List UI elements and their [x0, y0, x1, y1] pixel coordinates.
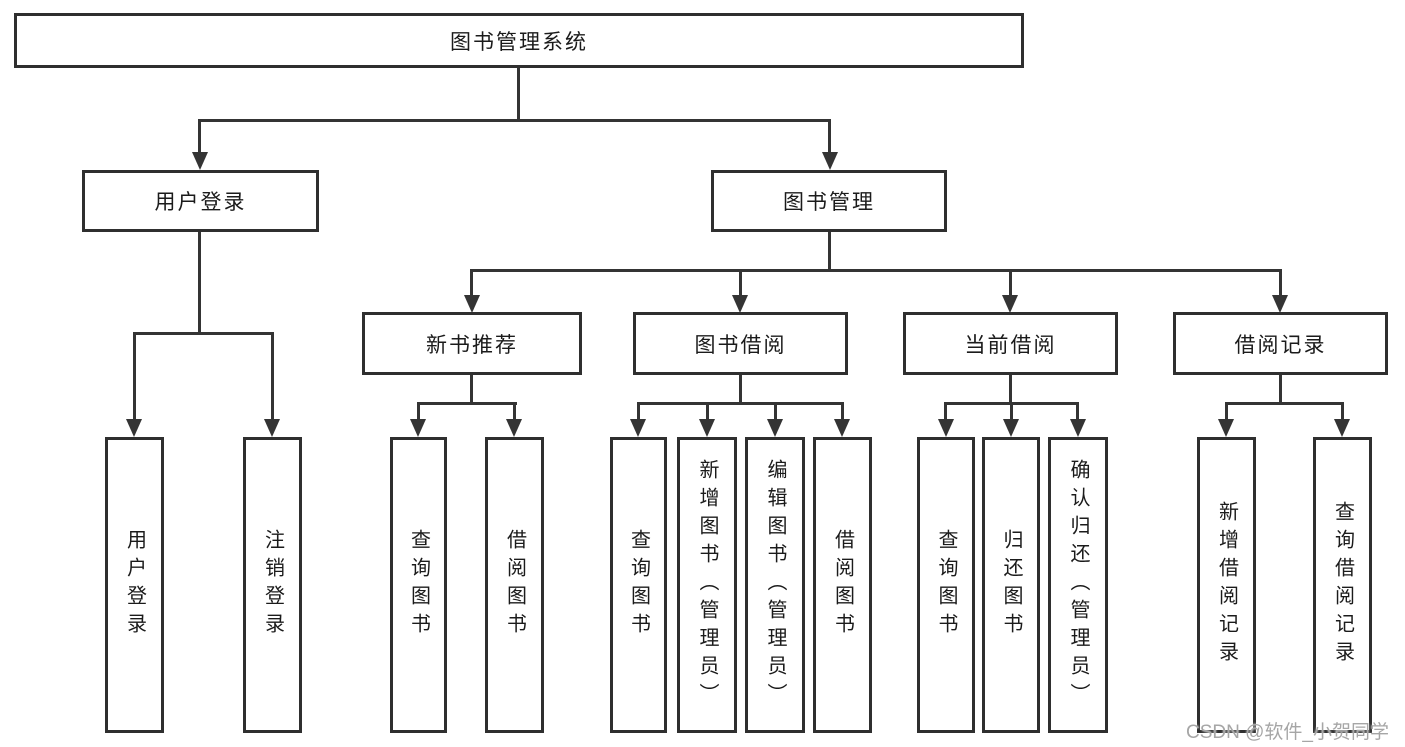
arrow-down-icon [1070, 419, 1086, 437]
leaf-recommend-borrow-book: 借阅图书 [485, 437, 544, 733]
edge-borrowing-hbar [637, 402, 843, 405]
arrow-down-icon [1334, 419, 1350, 437]
leaf-current-confirm-return-admin: 确认归还（管理员） [1048, 437, 1108, 733]
node-book-management: 图书管理 [711, 170, 947, 232]
leaf-current-return-book: 归还图书 [982, 437, 1040, 733]
edge-current-trunk [1009, 375, 1012, 404]
arrow-down-icon [126, 419, 142, 437]
arrow-down-icon [822, 152, 838, 170]
edge-root-drop-left [198, 119, 201, 154]
edge-records-drop-2 [1341, 402, 1344, 421]
edge-records-drop-1 [1225, 402, 1228, 421]
arrow-down-icon [1272, 295, 1288, 313]
edge-current-drop-3 [1076, 402, 1079, 421]
leaf-current-query-book: 查询图书 [917, 437, 975, 733]
arrow-down-icon [767, 419, 783, 437]
edge-records-trunk [1279, 375, 1282, 404]
edge-recommend-trunk [470, 375, 473, 404]
edge-records-hbar [1225, 402, 1344, 405]
edge-userlogin-drop-1 [133, 332, 136, 421]
edge-current-drop-2 [1010, 402, 1013, 421]
arrow-down-icon [630, 419, 646, 437]
leaf-records-add-record: 新增借阅记录 [1197, 437, 1256, 733]
leaf-logout: 注销登录 [243, 437, 302, 733]
arrow-down-icon [264, 419, 280, 437]
edge-userlogin-drop-2 [271, 332, 274, 421]
node-borrowing-records: 借阅记录 [1173, 312, 1388, 375]
arrow-down-icon [192, 152, 208, 170]
arrow-down-icon [410, 419, 426, 437]
arrow-down-icon [699, 419, 715, 437]
arrow-down-icon [464, 295, 480, 313]
leaf-borrowing-query-book: 查询图书 [610, 437, 667, 733]
edge-bookmgmt-hbar [470, 269, 1281, 272]
edge-bookmgmt-drop-2 [739, 269, 742, 297]
edge-current-drop-1 [944, 402, 947, 421]
edge-borrowing-trunk [739, 375, 742, 404]
edge-bookmgmt-drop-3 [1009, 269, 1012, 297]
leaf-recommend-query-book: 查询图书 [390, 437, 447, 733]
edge-recommend-drop-2 [513, 402, 516, 421]
leaf-borrowing-add-book-admin: 新增图书（管理员） [677, 437, 737, 733]
edge-bookmgmt-drop-1 [470, 269, 473, 297]
edge-borrowing-drop-1 [637, 402, 640, 421]
arrow-down-icon [938, 419, 954, 437]
arrow-down-icon [1002, 295, 1018, 313]
edge-root-trunk [517, 68, 520, 120]
node-current-borrowing: 当前借阅 [903, 312, 1118, 375]
edge-recommend-drop-1 [417, 402, 420, 421]
node-book-borrowing: 图书借阅 [633, 312, 848, 375]
leaf-borrowing-borrow-book: 借阅图书 [813, 437, 872, 733]
leaf-borrowing-edit-book-admin: 编辑图书（管理员） [745, 437, 805, 733]
edge-bookmgmt-trunk [828, 232, 831, 271]
arrow-down-icon [506, 419, 522, 437]
leaf-user-login: 用户登录 [105, 437, 164, 733]
edge-borrowing-drop-4 [841, 402, 844, 421]
arrow-down-icon [1218, 419, 1234, 437]
edge-borrowing-drop-2 [706, 402, 709, 421]
csdn-watermark: CSDN @软件_小贺同学 [1186, 722, 1389, 743]
edge-root-drop-right [828, 119, 831, 154]
arrow-down-icon [834, 419, 850, 437]
edge-userlogin-hbar [133, 332, 274, 335]
arrow-down-icon [732, 295, 748, 313]
edge-root-hbar [198, 119, 831, 122]
edge-bookmgmt-drop-4 [1279, 269, 1282, 297]
node-user-login: 用户登录 [82, 170, 319, 232]
edge-recommend-hbar [417, 402, 517, 405]
node-root: 图书管理系统 [14, 13, 1024, 68]
node-new-book-recommendation: 新书推荐 [362, 312, 582, 375]
leaf-records-query-record: 查询借阅记录 [1313, 437, 1372, 733]
edge-borrowing-drop-3 [774, 402, 777, 421]
edge-userlogin-trunk [198, 232, 201, 334]
arrow-down-icon [1003, 419, 1019, 437]
